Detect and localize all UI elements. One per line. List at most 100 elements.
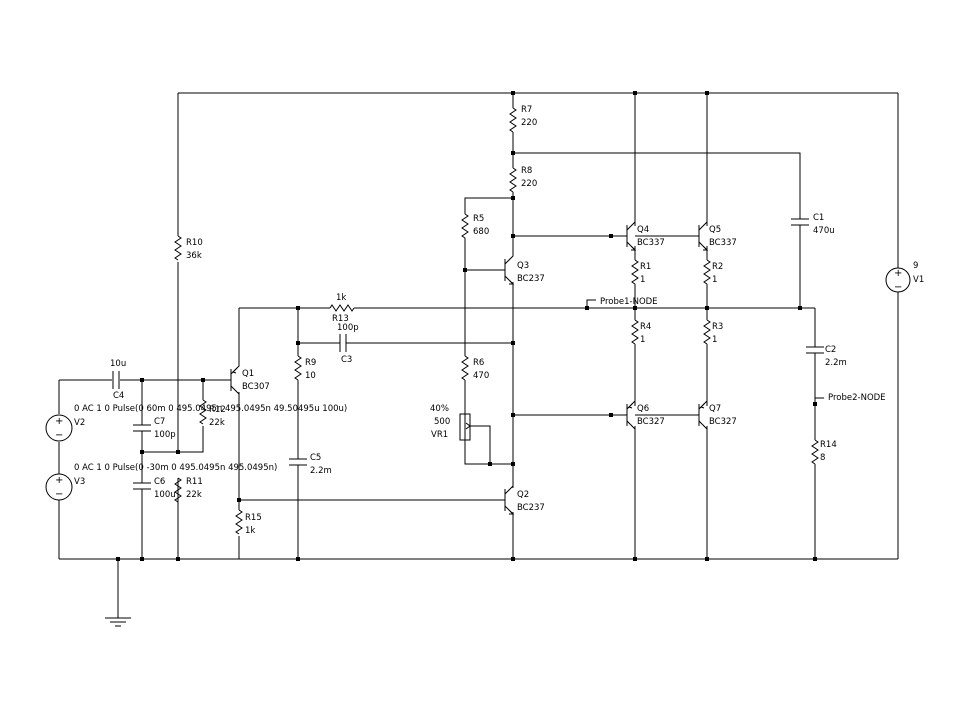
svg-text:Q7: Q7: [709, 404, 721, 414]
svg-text:BC237: BC237: [517, 503, 545, 513]
resistor-r4: R4 1: [631, 319, 651, 345]
svg-text:680: 680: [473, 227, 489, 237]
svg-text:40%: 40%: [430, 404, 449, 414]
resistor-r13: 1k R13: [329, 293, 355, 324]
transistor-q4: Q4 BC337: [613, 220, 665, 252]
svg-text:Q6: Q6: [637, 404, 649, 414]
svg-text:1: 1: [640, 335, 645, 345]
svg-text:R14: R14: [820, 440, 837, 450]
svg-text:R15: R15: [245, 513, 262, 523]
svg-text:C3: C3: [341, 355, 352, 365]
svg-text:R4: R4: [640, 322, 651, 332]
svg-text:Q2: Q2: [517, 490, 529, 500]
capacitor-c3: 100p C3: [337, 323, 359, 365]
svg-text:V3: V3: [74, 477, 85, 487]
svg-text:Probe1-NODE: Probe1-NODE: [600, 297, 658, 307]
transistor-q3: Q3 BC237: [504, 246, 545, 286]
transistor-q7: Q7 BC327: [685, 399, 737, 431]
svg-text:R1: R1: [640, 262, 651, 272]
svg-text:C5: C5: [310, 453, 321, 463]
svg-text:R12: R12: [209, 405, 226, 415]
svg-text:R13: R13: [332, 314, 349, 324]
svg-text:0 AC 1 0 Pulse(0 60m 0 495.049: 0 AC 1 0 Pulse(0 60m 0 495.0495n 495.049…: [74, 404, 347, 414]
svg-text:Probe2-NODE: Probe2-NODE: [828, 393, 886, 403]
svg-text:BC237: BC237: [517, 274, 545, 284]
svg-text:R7: R7: [521, 105, 532, 115]
svg-text:+: +: [894, 268, 902, 279]
svg-text:VR1: VR1: [431, 430, 448, 440]
capacitor-c7: C7 100p: [133, 417, 176, 440]
probe2-label: Probe2-NODE: [828, 393, 886, 403]
svg-text:1k: 1k: [245, 526, 255, 536]
wires: [58, 92, 899, 627]
svg-text:−: −: [55, 430, 63, 441]
svg-text:BC307: BC307: [242, 382, 270, 392]
transistor-q5: Q5 BC337: [685, 220, 737, 252]
svg-text:C1: C1: [813, 213, 824, 223]
svg-text:V1: V1: [913, 275, 924, 285]
resistor-r9: R9 10: [294, 355, 316, 381]
capacitor-c2: C2 2.2m: [806, 340, 847, 368]
voltage-source-v1: + − 9 V1: [885, 261, 924, 293]
svg-text:R3: R3: [712, 322, 723, 332]
resistor-r5: R5 680: [461, 213, 489, 239]
svg-text:470u: 470u: [813, 226, 835, 236]
svg-text:2.2m: 2.2m: [825, 358, 847, 368]
probe1-label: Probe1-NODE: [600, 297, 658, 307]
svg-text:R8: R8: [521, 166, 532, 176]
transistor-q2: Q2 BC237: [504, 484, 545, 516]
svg-text:+: +: [55, 416, 63, 427]
svg-text:470: 470: [473, 371, 489, 381]
svg-text:Q4: Q4: [637, 225, 649, 235]
capacitor-c1: C1 470u: [791, 212, 835, 236]
svg-text:C7: C7: [154, 417, 165, 427]
svg-text:220: 220: [521, 179, 537, 189]
capacitor-c4: 10u C4: [110, 359, 126, 401]
svg-text:BC337: BC337: [709, 238, 737, 248]
resistor-r7: R7 220: [509, 105, 537, 133]
svg-text:1k: 1k: [336, 293, 346, 303]
capacitor-c5: C5 2.2m: [289, 452, 332, 476]
transistor-q1: Q1 BC307: [225, 360, 270, 396]
svg-text:C2: C2: [825, 345, 836, 355]
svg-text:R9: R9: [305, 358, 316, 368]
resistor-r6: R6 470: [461, 355, 489, 381]
voltage-source-v2: + − 0 AC 1 0 Pulse(0 60m 0 495.0495n 495…: [45, 404, 347, 442]
svg-text:R10: R10: [186, 238, 203, 248]
svg-text:+: +: [55, 475, 63, 486]
svg-text:10u: 10u: [110, 359, 126, 369]
svg-text:9: 9: [913, 261, 918, 271]
svg-text:220: 220: [521, 118, 537, 128]
svg-text:BC327: BC327: [709, 417, 737, 427]
resistor-r14: R14 8: [811, 439, 837, 465]
capacitor-c6: C6 100u: [133, 476, 176, 500]
resistor-r3: R3 1: [703, 319, 723, 345]
svg-text:36k: 36k: [186, 251, 202, 261]
svg-text:500: 500: [434, 417, 450, 427]
svg-text:22k: 22k: [186, 490, 202, 500]
svg-text:Q3: Q3: [517, 261, 529, 271]
svg-text:V2: V2: [74, 418, 85, 428]
svg-text:R6: R6: [473, 358, 484, 368]
junction-dots: [116, 91, 817, 561]
svg-text:R5: R5: [473, 214, 484, 224]
svg-text:1: 1: [712, 275, 717, 285]
svg-text:Q1: Q1: [242, 369, 254, 379]
resistor-r1: R1 1: [631, 259, 651, 285]
svg-text:BC327: BC327: [637, 417, 665, 427]
svg-text:R2: R2: [712, 262, 723, 272]
resistor-r10: R10 36k: [174, 235, 203, 261]
svg-text:1: 1: [712, 335, 717, 345]
svg-text:C6: C6: [154, 477, 165, 487]
svg-text:R11: R11: [186, 477, 203, 487]
resistor-r15: R15 1k: [235, 509, 262, 536]
svg-text:22k: 22k: [209, 418, 225, 428]
svg-text:0 AC 1 0 Pulse(0 -30m 0 495.04: 0 AC 1 0 Pulse(0 -30m 0 495.0495n 495.04…: [74, 463, 277, 473]
resistor-r8: R8 220: [509, 166, 537, 193]
svg-text:1: 1: [640, 275, 645, 285]
svg-text:10: 10: [305, 371, 316, 381]
resistor-r2: R2 1: [703, 259, 723, 285]
resistor-r11: R11 22k: [174, 477, 203, 503]
potentiometer-vr1: 40% 500 VR1: [430, 404, 471, 441]
